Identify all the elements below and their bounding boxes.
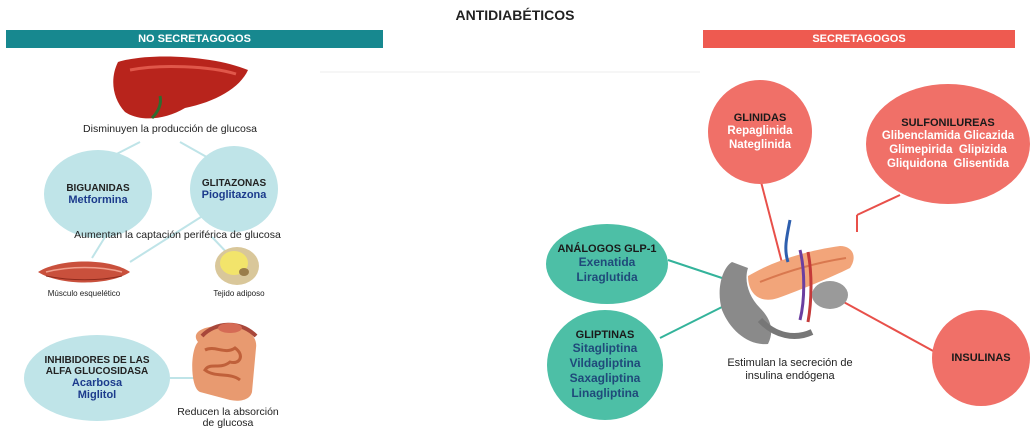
glinidas-drug-2: Nateglinida — [729, 139, 791, 151]
glinidas-node: GLINIDAS Repaglinida Nateglinida — [708, 80, 812, 184]
glitazonas-drug: Pioglitazona — [201, 188, 267, 201]
glp1-node: ANÁLOGOS GLP-1 Exenatida Liraglutida — [546, 224, 668, 304]
gliptinas-title: GLIPTINAS — [575, 329, 635, 341]
intestine-icon — [192, 322, 258, 401]
absorption-caption-line-2: de glucosa — [202, 417, 254, 429]
sulfonilureas-drug-2: Glimepirida Glipizida — [889, 144, 1007, 156]
secretagogos-header: SECRETAGOGOS — [703, 30, 1015, 48]
page-title: ANTIDIABÉTICOS — [455, 7, 575, 23]
connector-glitazonas-muscle — [129, 209, 213, 263]
glp1-title: ANÁLOGOS GLP-1 — [557, 243, 657, 255]
glitazonas-title: GLITAZONAS — [201, 177, 267, 189]
connector-glp1 — [667, 259, 723, 279]
biguanidas-drug: Metformina — [68, 193, 128, 206]
inhibidores-drug-1: Acarbosa — [71, 377, 123, 389]
gliptinas-node: GLIPTINAS Sitagliptina Vildagliptina Sax… — [547, 310, 663, 420]
muscle-icon — [38, 261, 130, 283]
glitazonas-node: GLITAZONAS Pioglitazona — [190, 146, 278, 232]
adipose-label: Tejido adiposo — [213, 289, 265, 298]
sulfonilureas-drug-3: Gliquidona Glisentida — [886, 158, 1010, 170]
absorption-caption: Reducen la absorción de glucosa — [168, 407, 288, 429]
gliptinas-drug-2: Vildagliptina — [569, 356, 641, 370]
sulfonilureas-node: SULFONILUREAS Glibenclamida Glicazida Gl… — [866, 84, 1030, 204]
connector-biguanidas-muscle — [91, 236, 106, 259]
inhibidores-title-2: ALFA GLUCOSIDASA — [45, 366, 149, 377]
pancreas-caption: Estimulan la secreción de insulina endóg… — [720, 357, 860, 383]
biguanidas-node: BIGUANIDAS Metformina — [44, 150, 152, 238]
inhibidores-drug-2: Miglitol — [77, 389, 117, 401]
connector-sulfonilureas — [856, 194, 901, 216]
pancreas-icon — [719, 219, 854, 345]
liver-caption: Disminuyen la producción de glucosa — [83, 123, 257, 135]
pancreas-caption-line-2: insulina endógena — [745, 370, 835, 382]
adipose-icon — [215, 247, 259, 285]
uptake-caption: Aumentan la captación periférica de gluc… — [74, 229, 281, 241]
connector-insulinas — [839, 299, 936, 353]
sulfonilureas-title: SULFONILUREAS — [901, 117, 995, 129]
glinidas-title: GLINIDAS — [733, 112, 787, 124]
sulfonilureas-drug-1: Glibenclamida Glicazida — [881, 130, 1015, 142]
inhibidores-title-1: INHIBIDORES DE LAS — [44, 355, 150, 366]
inhibidores-node: INHIBIDORES DE LAS ALFA GLUCOSIDASA Acar… — [24, 335, 170, 421]
gliptinas-drug-3: Saxagliptina — [569, 371, 641, 385]
gliptinas-drug-4: Linagliptina — [571, 386, 639, 400]
insulinas-title: INSULINAS — [951, 352, 1011, 364]
gliptinas-drug-1: Sitagliptina — [572, 341, 638, 355]
biguanidas-title: BIGUANIDAS — [66, 182, 130, 194]
glinidas-drug-1: Repaglinida — [727, 125, 793, 137]
glp1-drug-1: Exenatida — [578, 255, 636, 269]
muscle-label: Músculo esquelético — [47, 289, 121, 298]
absorption-caption-line-1: Reducen la absorción — [177, 406, 279, 418]
insulinas-node: INSULINAS — [932, 310, 1030, 406]
no-secretagogos-header: NO SECRETAGOGOS — [6, 30, 383, 48]
glp1-drug-2: Liraglutida — [576, 270, 638, 284]
liver-icon — [113, 56, 249, 120]
pancreas-caption-line-1: Estimulan la secreción de — [727, 357, 853, 369]
